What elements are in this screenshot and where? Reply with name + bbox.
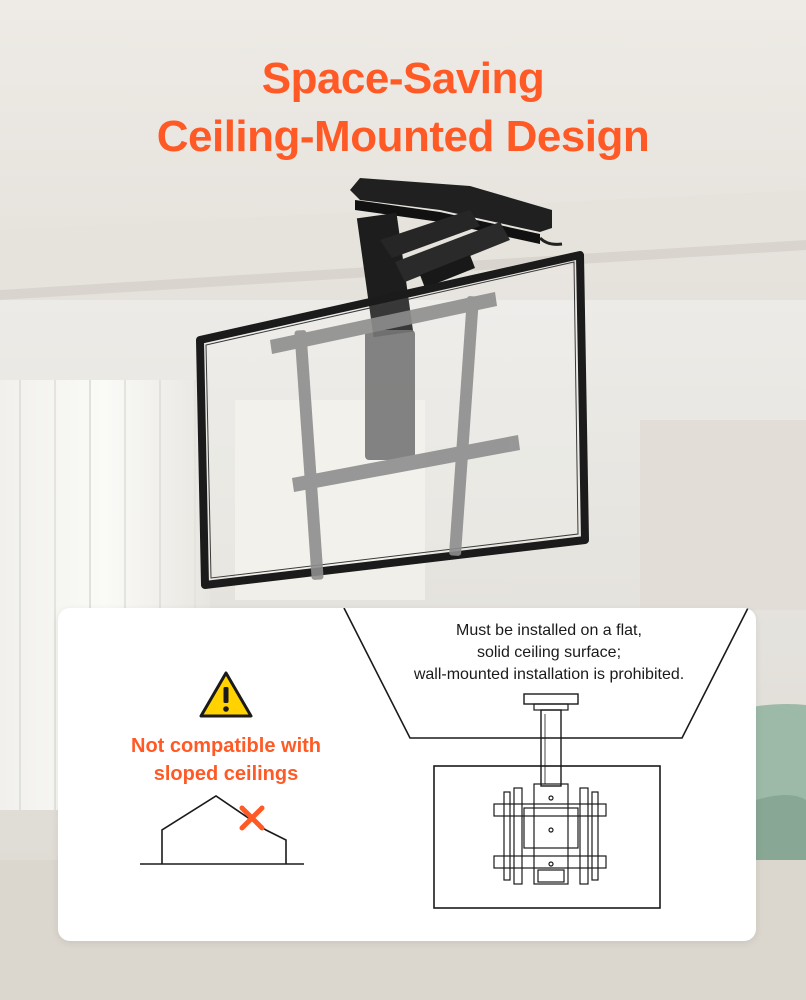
ceiling-plate — [523, 693, 579, 705]
headline-line-1: Space-Saving — [261, 54, 545, 103]
flat-ceiling-mount-diagram — [343, 608, 749, 909]
house-outline — [161, 795, 287, 864]
warning-line-1: Not compatible with — [131, 735, 321, 757]
warning-triangle-icon — [199, 671, 253, 718]
headline-line-2: Ceiling-Mounted Design — [156, 112, 650, 161]
wall-panel — [640, 420, 806, 610]
warning-block: Not compatible with sloped ceilings — [106, 670, 346, 788]
note-line-3: wall-mounted installation is prohibited. — [413, 666, 685, 683]
cross-mark-icon — [239, 805, 265, 831]
funnel-outline — [343, 608, 749, 739]
tv-outline — [433, 765, 661, 909]
warning-line-2: sloped ceilings — [153, 763, 299, 785]
warning-text: Not compatible with sloped ceilings — [106, 732, 346, 788]
headline: Space-Saving Ceiling-Mounted Design — [0, 50, 806, 166]
note-line-1: Must be installed on a flat, — [456, 622, 642, 639]
note-line-2: solid ceiling surface; — [476, 644, 622, 661]
installation-note: Must be installed on a flat, solid ceili… — [383, 620, 715, 686]
sloped-ceiling-diagram — [140, 795, 304, 865]
mount-pole — [540, 709, 562, 787]
info-card: Must be installed on a flat, solid ceili… — [58, 608, 756, 941]
ceiling-mount — [350, 178, 563, 338]
vesa-bracket — [270, 292, 520, 580]
bracket-drawing — [493, 783, 607, 885]
